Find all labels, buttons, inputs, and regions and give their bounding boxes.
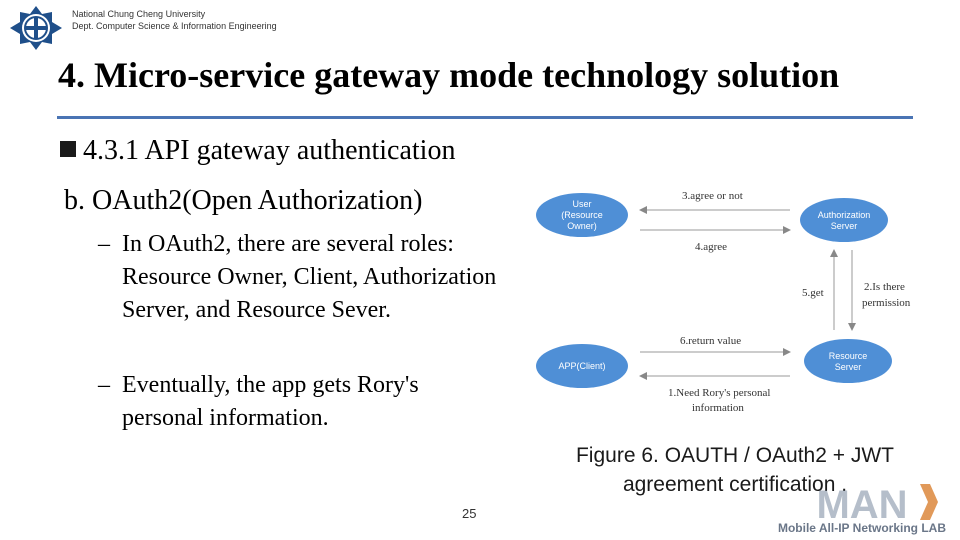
- section-heading: 4.3.1 API gateway authentication: [60, 135, 455, 167]
- dash-bullet-icon: –: [98, 231, 110, 257]
- node-user-label-3: Owner): [567, 221, 597, 231]
- university-header: National Chung Cheng University Dept. Co…: [72, 8, 277, 32]
- section-heading-text: 4.3.1 API gateway authentication: [83, 135, 456, 166]
- caption-line-1: Figure 6. OAUTH / OAuth2 + JWT: [575, 444, 894, 467]
- lab-logo-letters: MAN: [816, 483, 907, 527]
- university-logo-icon: [10, 6, 62, 50]
- label-agree-or-not: 3.agree or not: [682, 190, 743, 202]
- label-permission: permission: [862, 297, 911, 309]
- label-get: 5.get: [802, 287, 824, 299]
- oauth-flow-diagram: User (Resource Owner) Authorization Serv…: [536, 190, 911, 414]
- node-auth-label-2: Server: [831, 221, 858, 231]
- square-bullet-icon: [60, 141, 76, 157]
- university-name: National Chung Cheng University: [72, 9, 206, 19]
- lab-logo-icon: MAN Mobile All-IP Networking LAB: [778, 483, 946, 535]
- label-agree: 4.agree: [695, 241, 727, 253]
- subsection-heading: b. OAuth2(Open Authorization): [64, 185, 423, 216]
- label-information: information: [692, 402, 744, 414]
- title-underline: [57, 116, 913, 119]
- dash-bullet-icon: –: [98, 372, 110, 398]
- department-name: Dept. Computer Science & Information Eng…: [72, 21, 277, 31]
- node-app-client: APP(Client): [536, 344, 628, 388]
- slide-title: 4. Micro-service gateway mode technology…: [58, 55, 840, 95]
- label-is-there: 2.Is there: [864, 281, 905, 293]
- paragraph-text: Eventually, the app gets Rory's personal…: [122, 372, 419, 431]
- label-return-value: 6.return value: [680, 335, 741, 347]
- node-user-label-1: User: [572, 199, 591, 209]
- node-auth-label-1: Authorization: [818, 210, 871, 220]
- label-need-rory: 1.Need Rory's personal: [668, 387, 771, 399]
- node-auth-server: Authorization Server: [800, 198, 888, 242]
- caption-line-2: agreement certification .: [622, 473, 848, 496]
- bullet-paragraph: – Eventually, the app gets Rory's person…: [98, 369, 498, 435]
- paragraph-text: In OAuth2, there are several roles: Reso…: [122, 231, 497, 323]
- node-app-label: APP(Client): [558, 361, 605, 371]
- bullet-paragraph: – In OAuth2, there are several roles: Re…: [98, 228, 498, 327]
- page-number: 25: [462, 506, 477, 521]
- node-resource-label-2: Server: [835, 362, 862, 372]
- figure-caption: Figure 6. OAUTH / OAuth2 + JWT agreement…: [545, 441, 925, 499]
- node-resource-label-1: Resource: [829, 351, 868, 361]
- node-user: User (Resource Owner): [536, 193, 628, 237]
- lab-name: Mobile All-IP Networking LAB: [778, 521, 946, 535]
- node-user-label-2: (Resource: [561, 210, 603, 220]
- node-resource-server: Resource Server: [804, 339, 892, 383]
